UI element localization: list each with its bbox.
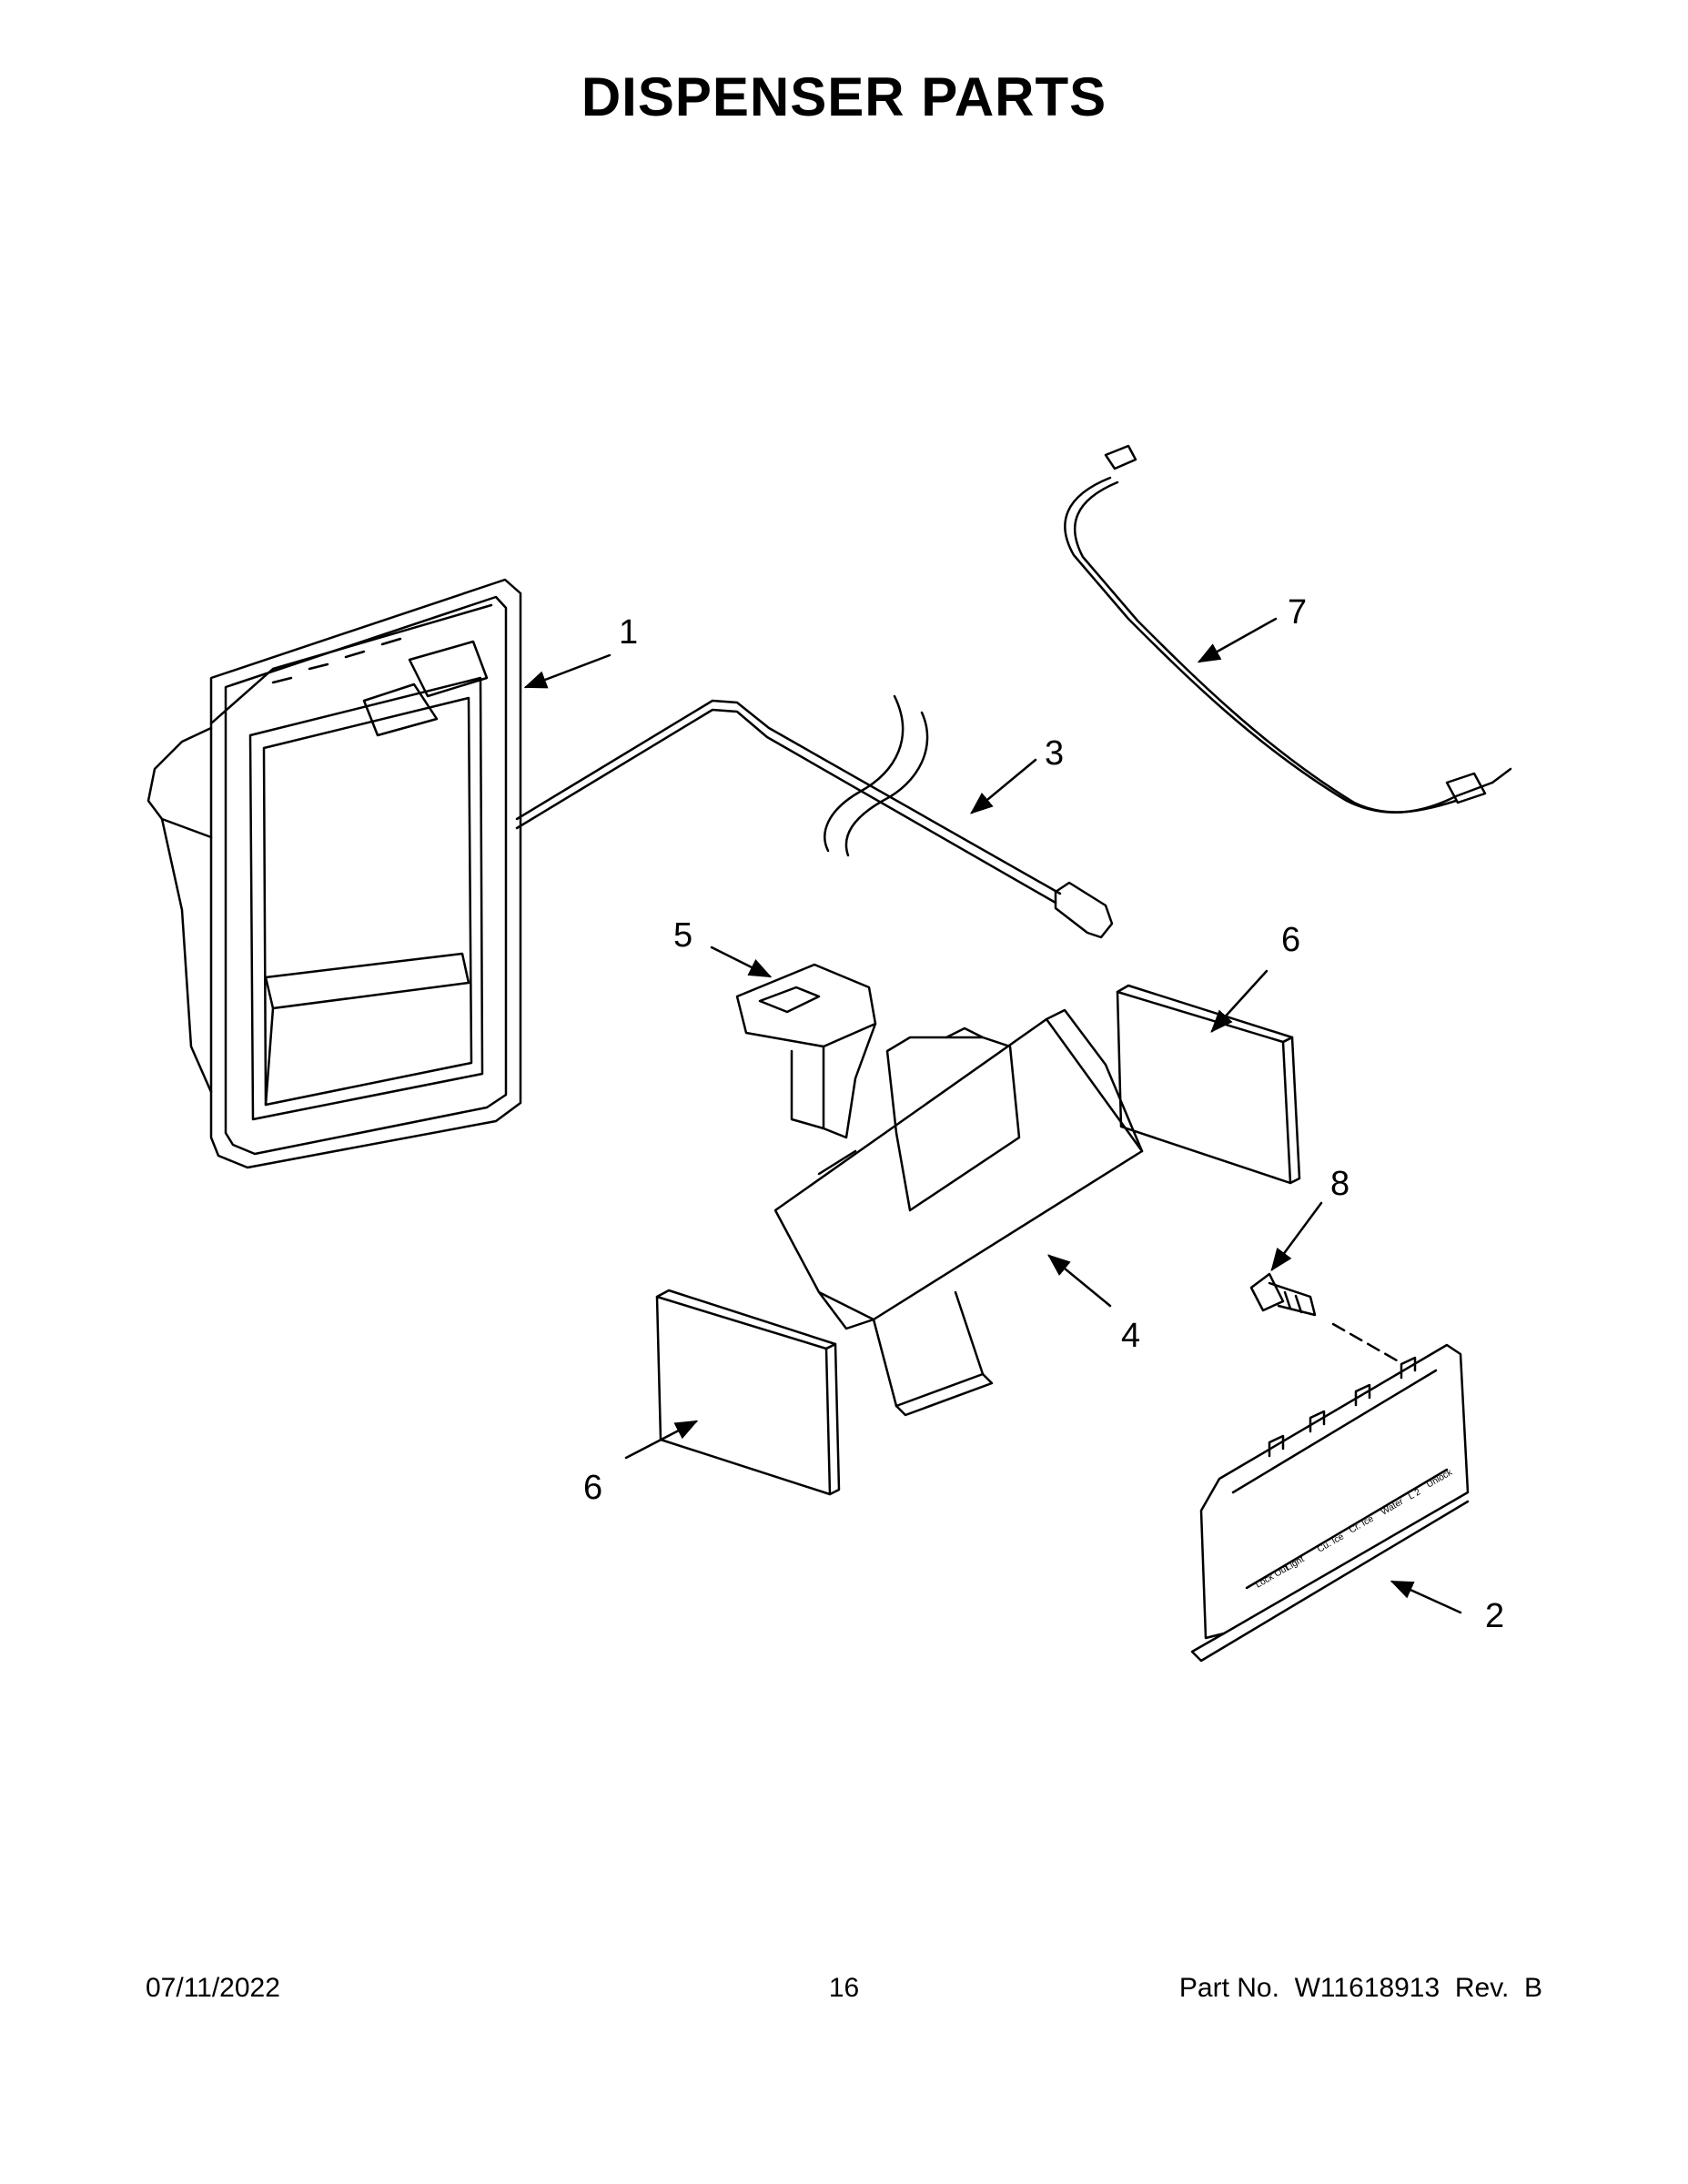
callout-6-right: 6 [1281, 921, 1300, 959]
callout-6-left: 6 [583, 1469, 602, 1507]
control-panel-part [1190, 1343, 1470, 1663]
panel-label-cubed-ice: Cu. Ice [1316, 1532, 1346, 1555]
panel-label-light: Light [1284, 1554, 1306, 1572]
panel-label-water: Water [1380, 1497, 1406, 1518]
water-tube-part [515, 694, 1114, 939]
screw-dashed-line [1331, 1322, 1399, 1362]
callout-2: 2 [1485, 1597, 1504, 1635]
dispenser-module-part [773, 1008, 1144, 1417]
wire-harness-part [1064, 444, 1512, 814]
callout-4: 4 [1121, 1317, 1140, 1355]
trim-panel-part-right [1116, 984, 1301, 1185]
panel-label-unlock: Unlock [1425, 1467, 1455, 1490]
panel-label-l2: L 2 [1407, 1487, 1423, 1502]
callout-7: 7 [1288, 593, 1307, 632]
callout-numbers: 1 2 3 4 5 6 6 7 8 [583, 593, 1504, 1635]
screw-part [1249, 1272, 1317, 1317]
callout-3: 3 [1045, 734, 1064, 773]
trim-panel-part-left [655, 1289, 841, 1496]
footer-date: 07/11/2022 [146, 1973, 280, 2003]
callout-1: 1 [619, 613, 638, 652]
footer-page-number: 16 [828, 1973, 860, 2003]
leader-arrows [523, 617, 1462, 1614]
footer-part-number: Part No. W11618913 Rev. B [1178, 1973, 1542, 2003]
dispenser-housing-part [147, 578, 522, 1169]
callout-5: 5 [673, 916, 692, 955]
actuator-part [735, 963, 877, 1139]
callout-8: 8 [1330, 1165, 1349, 1203]
panel-label-crushed-ice: Cr. Ice [1348, 1513, 1376, 1535]
page-title: DISPENSER PARTS [581, 66, 1107, 127]
panel-labels: Lock Out Light Cu. Ice Cr. Ice Water L 2… [1254, 1467, 1455, 1590]
